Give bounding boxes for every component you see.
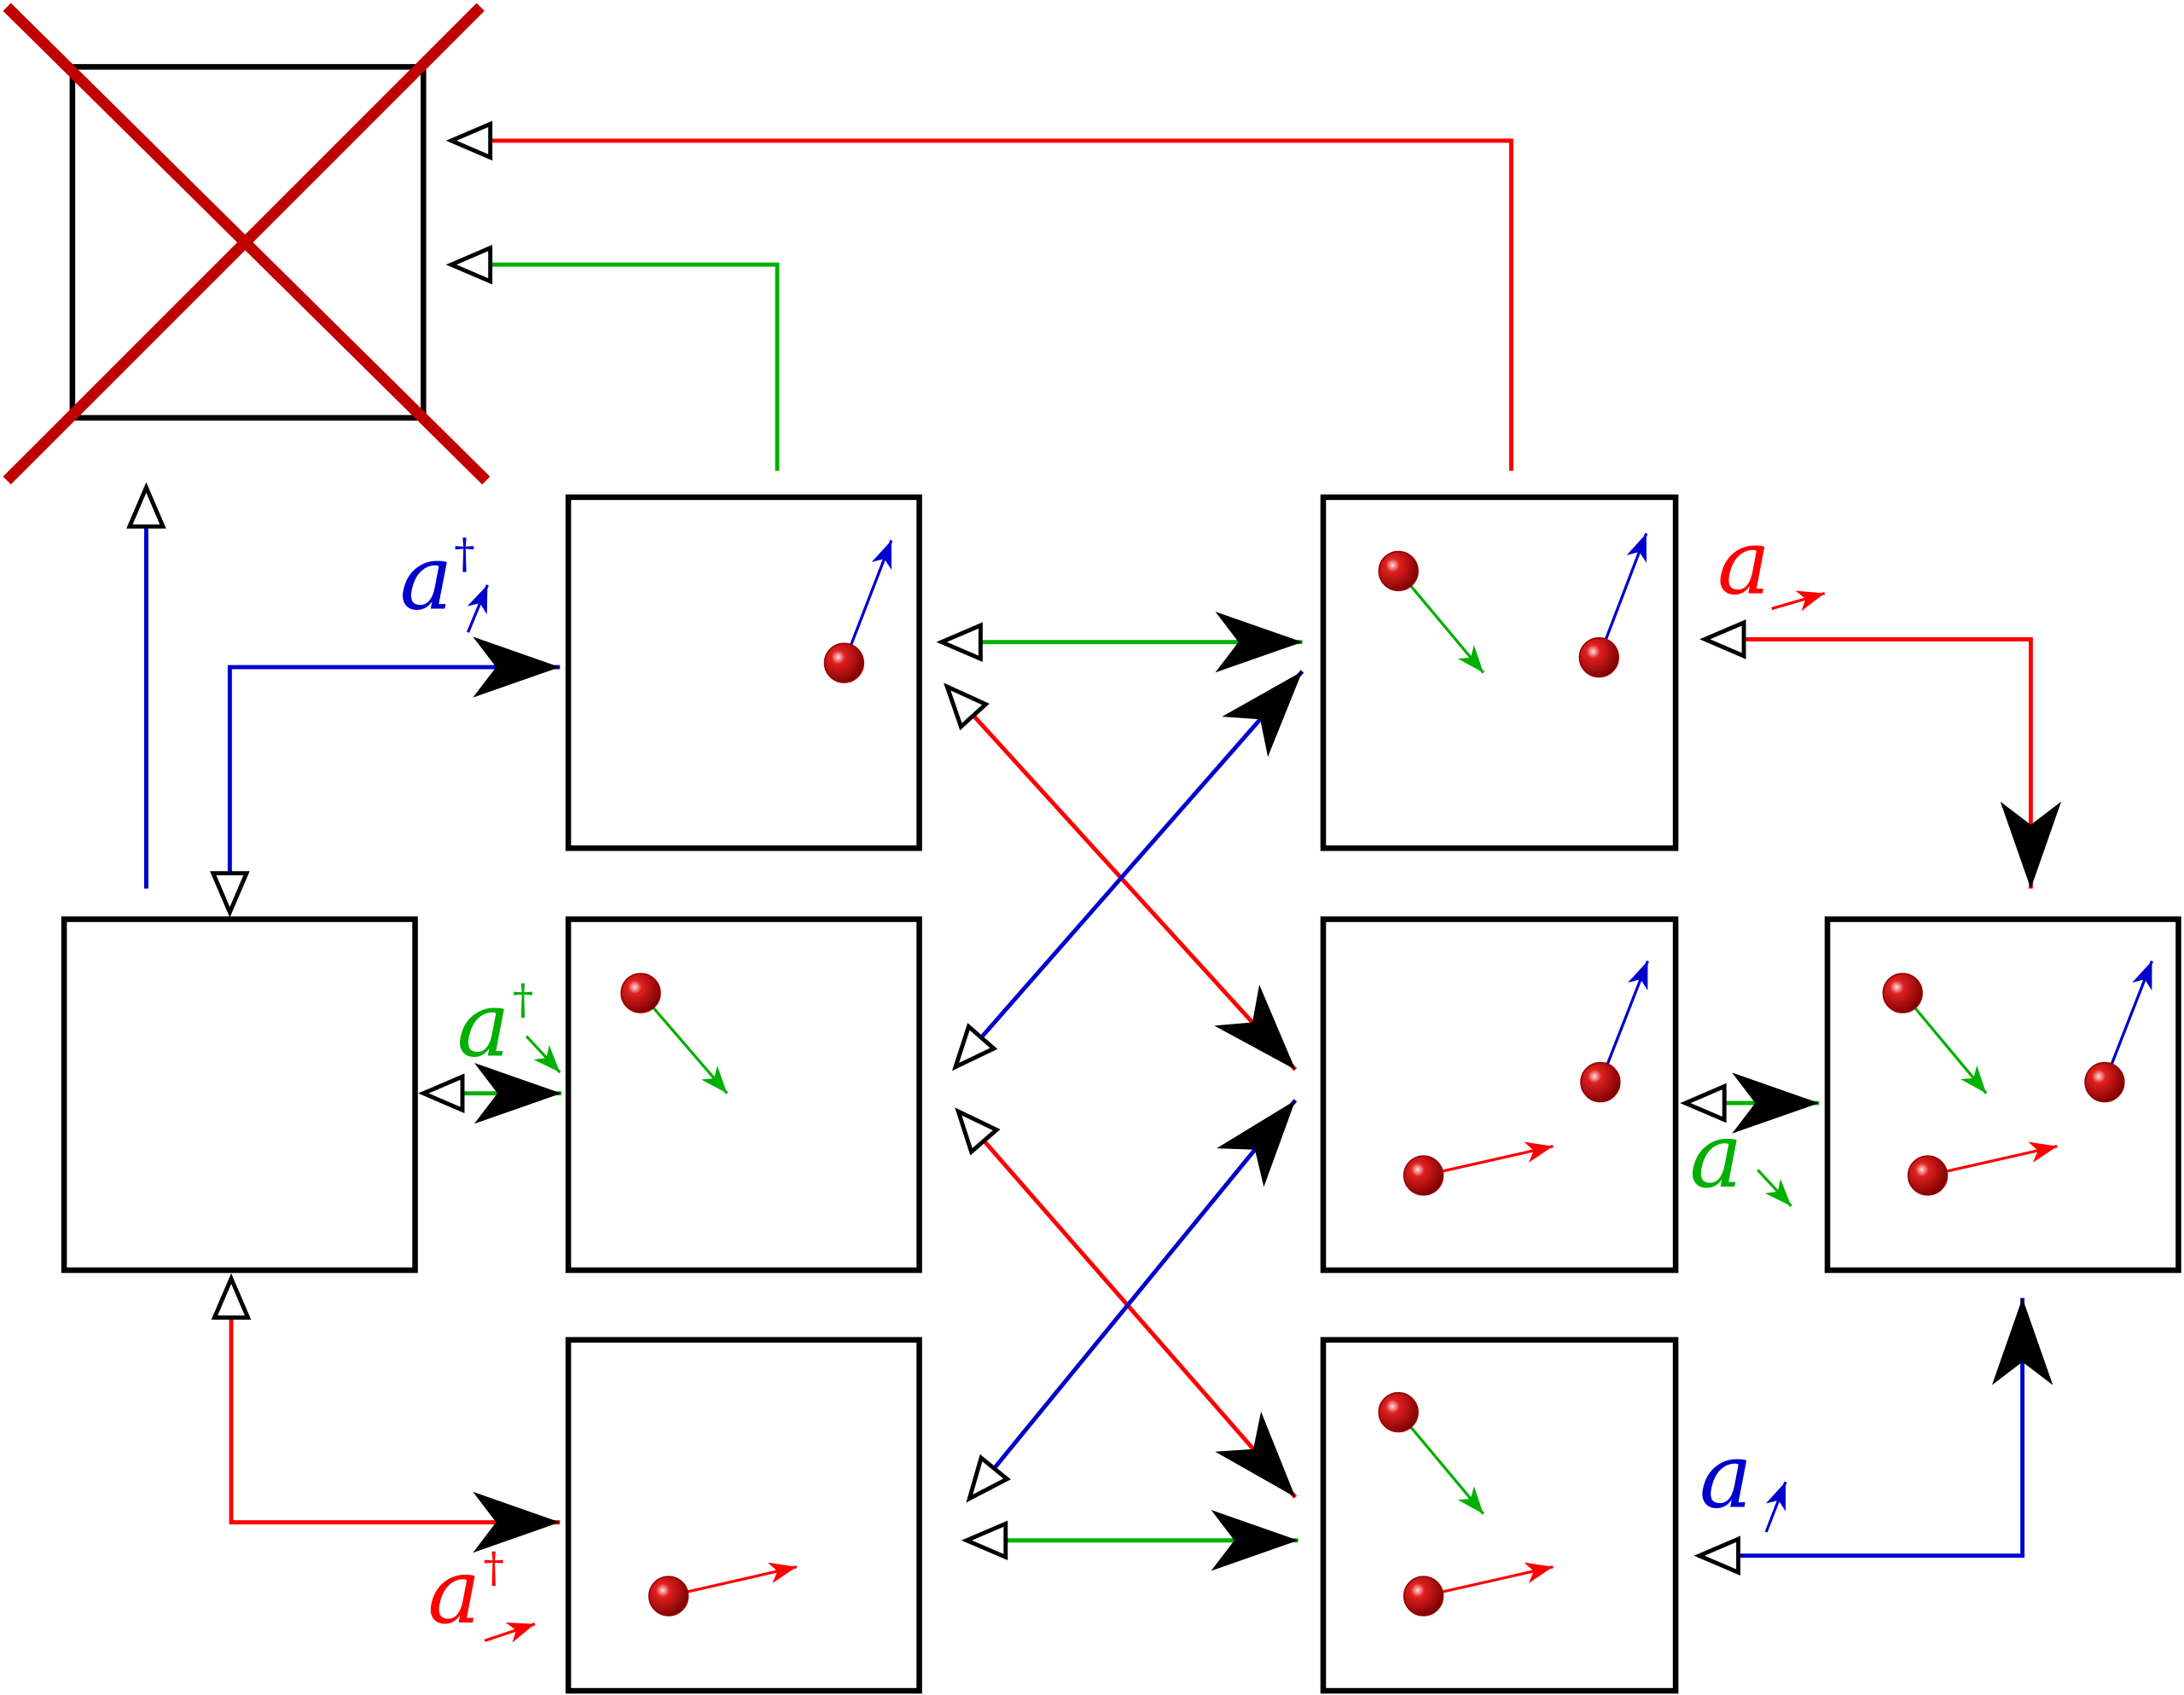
momentum-arrow-blue xyxy=(1599,960,1649,1083)
particle xyxy=(1907,1155,1949,1196)
momentum-arrow-green xyxy=(1397,570,1485,674)
state-box-green-blue xyxy=(1320,494,1679,851)
momentum-arrow-red xyxy=(1927,1141,2058,1177)
particle xyxy=(1578,636,1619,678)
vacuum-state-box xyxy=(61,916,418,1274)
particle xyxy=(1403,1576,1444,1617)
momentum-arrow-red xyxy=(1423,1141,1554,1177)
momentum-arrow-green xyxy=(639,992,729,1094)
state-box-green xyxy=(565,916,922,1274)
momentum-arrow-blue xyxy=(1597,532,1648,659)
transition-arrow xyxy=(1693,1297,2053,1576)
particles xyxy=(620,532,2153,1617)
label-create-blue: a † xyxy=(400,526,489,633)
particle xyxy=(1378,1391,1419,1433)
arrow-right-icon xyxy=(1771,590,1826,612)
state-box-red xyxy=(565,1337,922,1694)
state-box-green-red xyxy=(1320,1337,1679,1694)
annihilate-arrow xyxy=(445,120,1513,471)
arrow-up-right-icon xyxy=(1764,1481,1787,1533)
particle xyxy=(1403,1155,1444,1196)
arrow-up-right-icon xyxy=(467,584,489,633)
label-create-green: a † xyxy=(457,973,561,1077)
label-create-red: a † xyxy=(427,1540,536,1644)
transitions xyxy=(126,120,2062,1576)
momentum-arrow-red xyxy=(1423,1562,1554,1598)
particle xyxy=(1378,550,1419,592)
momentum-arrow-blue xyxy=(842,539,893,664)
particle xyxy=(2084,1061,2125,1103)
transition-arrow xyxy=(210,636,561,918)
arrow-down-right-icon xyxy=(1757,1169,1792,1208)
state-box-blue-red xyxy=(1320,916,1679,1274)
transition-arrow xyxy=(966,1099,1298,1503)
cross-line xyxy=(3,3,485,485)
dagger-symbol: † xyxy=(484,1544,504,1593)
operator-letter: a xyxy=(457,973,510,1077)
operator-letter: a xyxy=(400,526,453,630)
transition-arrow xyxy=(211,1273,561,1553)
particle xyxy=(1882,972,1923,1013)
particle xyxy=(620,972,661,1013)
operator-letter: a xyxy=(1717,511,1770,615)
label-annihilate-green: a xyxy=(1689,1104,1792,1208)
transition-arrow xyxy=(1699,619,2062,889)
dagger-symbol: † xyxy=(454,530,474,578)
label-annihilate-blue: a xyxy=(1699,1425,1787,1533)
transition-arrow xyxy=(951,670,1304,1071)
annihilate-arrow xyxy=(445,244,780,471)
momentum-arrow-green xyxy=(1397,1411,1485,1515)
particle xyxy=(823,642,865,683)
operator-letter: a xyxy=(427,1540,480,1644)
particle xyxy=(1580,1061,1621,1103)
momentum-arrow-red xyxy=(668,1562,798,1598)
operator-letter: a xyxy=(1699,1425,1752,1529)
arrow-down-right-icon xyxy=(525,1035,561,1074)
particle xyxy=(648,1576,689,1617)
momentum-arrow-blue xyxy=(2103,960,2153,1083)
momentum-arrow-green xyxy=(1901,992,1988,1094)
arrow-right-icon xyxy=(484,1622,536,1643)
state-box-three-particles xyxy=(1824,916,2181,1274)
dagger-symbol: † xyxy=(513,976,533,1025)
operator-letter: a xyxy=(1689,1104,1742,1208)
state-box-blue xyxy=(565,494,922,851)
label-annihilate-red: a xyxy=(1717,511,1826,615)
